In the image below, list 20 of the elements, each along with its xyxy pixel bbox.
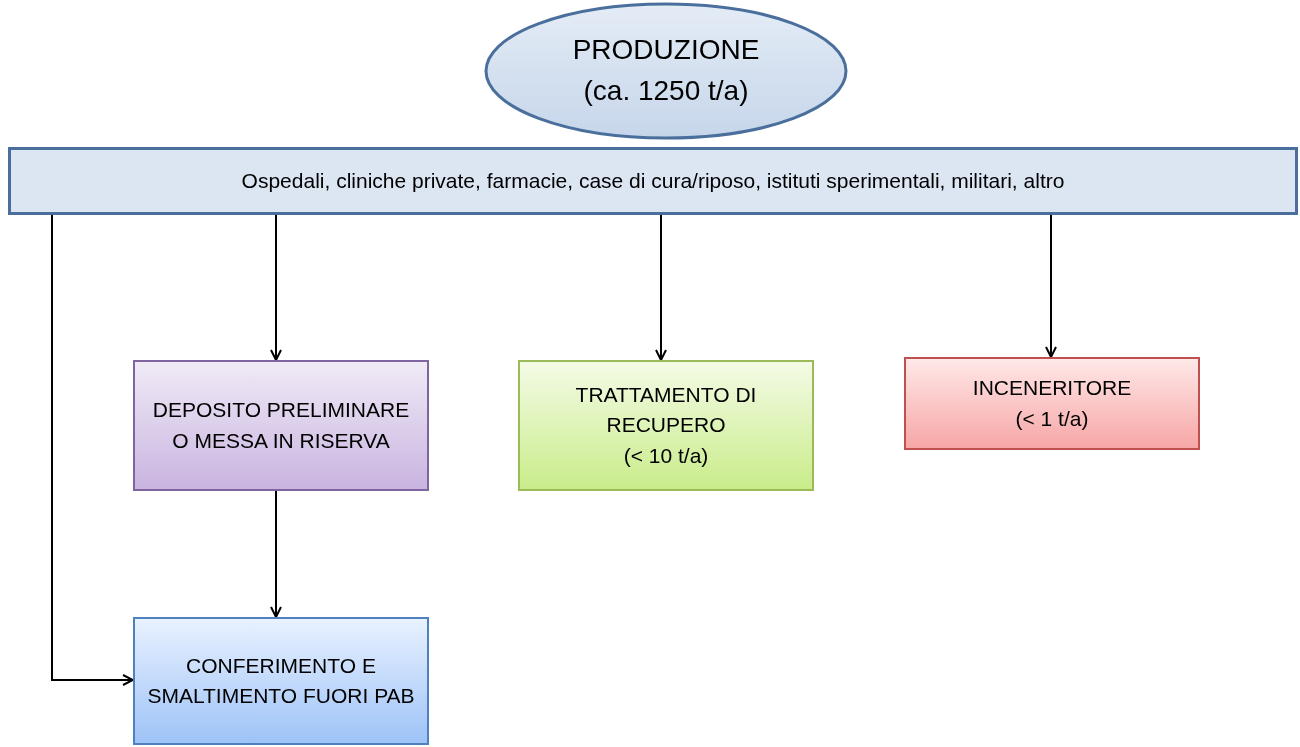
box-label: CONFERIMENTO E SMALTIMENTO FUORI PAB [147, 652, 415, 709]
process-box [904, 357, 1200, 450]
source-band [8, 147, 1298, 215]
process-box [518, 360, 814, 491]
arrow [270, 490, 282, 618]
ellipse-node [484, 2, 848, 140]
arrow [1045, 214, 1057, 358]
band-label: Ospedali, cliniche private, farmacie, case di cura/riposo, istituti sperimentali, militari, altro [241, 167, 1065, 194]
node-label: (ca. 1250 t/a) [583, 74, 749, 108]
box-label: (< 10 t/a) [623, 442, 709, 469]
box-label: (< 1 t/a) [1015, 405, 1089, 432]
process-box [133, 360, 429, 491]
box-label: TRATTAMENTO DI RECUPERO [574, 381, 758, 439]
box-label: DEPOSITO PRELIMINARE O MESSA IN RISERVA [151, 397, 411, 454]
process-box [133, 617, 429, 745]
arrow [51, 214, 134, 686]
box-label: INCENERITORE [972, 375, 1132, 402]
node-label: PRODUZIONE [572, 33, 760, 68]
arrow [655, 214, 667, 361]
arrow [270, 214, 282, 361]
